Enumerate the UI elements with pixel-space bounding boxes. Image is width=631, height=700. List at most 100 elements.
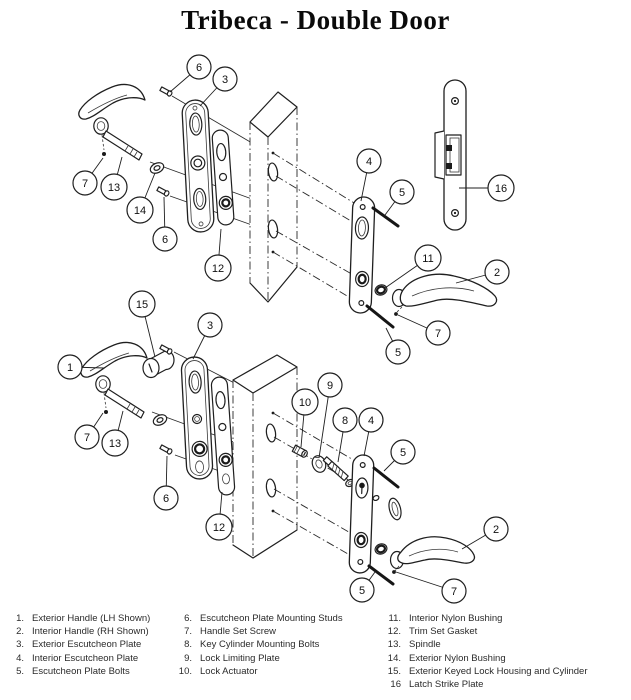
legend-item-number: 11. xyxy=(388,613,401,624)
top-exploded-view: 6 3 7 13 14 6 12 4 5 16 11 2 7 5 xyxy=(72,54,515,365)
callout-4: 4 xyxy=(358,407,384,457)
legend-item-number: 16 xyxy=(390,679,401,691)
callout-5: 5 xyxy=(383,439,416,472)
legend-item-number: 5. xyxy=(16,665,24,677)
interior-escutcheon-plate xyxy=(348,454,375,574)
callout-5: 5 xyxy=(385,327,411,365)
interior-handle xyxy=(391,273,498,316)
lock-limiting-plate xyxy=(311,455,327,473)
svg-text:3: 3 xyxy=(207,320,213,332)
callout-12: 12 xyxy=(204,228,232,282)
legend-item: 14. Exterior Nylon Bushing xyxy=(379,652,587,665)
svg-text:5: 5 xyxy=(399,187,405,199)
trim-washer xyxy=(151,412,169,428)
svg-text:7: 7 xyxy=(82,178,88,190)
legend-column-3: 11. Interior Nylon Bushing 12. Trim Set Gas… xyxy=(379,612,588,691)
legend-item: 7. Handle Set Screw xyxy=(170,625,343,638)
callout-7: 7 xyxy=(72,157,104,196)
exterior-handle xyxy=(78,83,146,161)
legend-item: 10.Lock Actuator xyxy=(170,665,343,678)
exterior-nylon-bushing xyxy=(148,160,166,176)
svg-text:7: 7 xyxy=(435,328,441,340)
legend-item-label: Interior Escutcheon Plate xyxy=(32,652,139,664)
legend-item-label: Trim Set Gasket xyxy=(409,626,478,638)
callout-8: 8 xyxy=(332,407,358,463)
svg-text:15: 15 xyxy=(136,299,148,311)
svg-text:5: 5 xyxy=(395,347,401,359)
callout-1: 1 xyxy=(57,354,105,380)
callout-13: 13 xyxy=(100,156,128,201)
svg-text:7: 7 xyxy=(84,432,90,444)
callout-13: 13 xyxy=(101,410,129,457)
legend-item-label: Exterior Handle (LH Shown) xyxy=(32,613,151,624)
legend-item-label: Interior Nylon Bushing xyxy=(409,613,503,624)
callout-15: 15 xyxy=(128,290,156,358)
legend-item-number: 1. xyxy=(16,613,24,624)
svg-text:2: 2 xyxy=(494,267,500,279)
legend-item-number: 6. xyxy=(184,613,192,624)
callout-5: 5 xyxy=(384,179,415,216)
legend-item: 5.Escutcheon Plate Bolts xyxy=(2,665,150,678)
svg-text:4: 4 xyxy=(368,415,374,427)
callout-7: 7 xyxy=(74,412,104,450)
legend-item-label: Exterior Nylon Bushing xyxy=(409,652,506,664)
svg-text:16: 16 xyxy=(495,183,507,195)
callout-6: 6 xyxy=(169,54,212,93)
legend-item-number: 7. xyxy=(184,626,192,638)
legend-item-number: 10. xyxy=(178,665,192,677)
svg-text:14: 14 xyxy=(134,205,146,217)
legend-item: 6.Escutcheon Plate Mounting Studs xyxy=(170,612,343,625)
interior-nylon-bushing xyxy=(374,284,388,296)
callout-2: 2 xyxy=(455,259,510,285)
svg-text:12: 12 xyxy=(212,263,224,275)
callout-3: 3 xyxy=(192,312,223,360)
legend-item: 3.Exterior Escutcheon Plate xyxy=(2,638,150,651)
legend-item: 11. Interior Nylon Bushing xyxy=(379,612,587,625)
legend-column-1: 1. Exterior Handle (LH Shown)2.Interior H… xyxy=(2,612,150,678)
legend-item: 9.Lock Limiting Plate xyxy=(170,652,343,665)
exterior-escutcheon-plate xyxy=(180,356,214,480)
svg-text:13: 13 xyxy=(108,182,120,194)
legend-item-number: 4. xyxy=(16,652,24,664)
svg-text:6: 6 xyxy=(163,493,169,505)
projection-lines xyxy=(272,152,365,307)
door-panel xyxy=(249,91,298,303)
parts-legend: 1. Exterior Handle (LH Shown)2.Interior H… xyxy=(0,612,631,698)
callout-5: 5 xyxy=(349,571,376,603)
svg-text:9: 9 xyxy=(327,380,333,392)
legend-item-label: Handle Set Screw xyxy=(200,626,277,638)
legend-item-number: 12. xyxy=(387,626,401,638)
svg-text:8: 8 xyxy=(342,415,348,427)
svg-text:11: 11 xyxy=(422,253,433,265)
mounting-stud xyxy=(155,185,171,198)
callout-9: 9 xyxy=(317,372,343,459)
door-panel xyxy=(232,354,298,559)
callout-14: 14 xyxy=(126,172,156,224)
interior-nylon-bushing xyxy=(374,543,388,555)
callout-6: 6 xyxy=(152,196,178,252)
svg-text:5: 5 xyxy=(359,585,365,597)
legend-item: 13.Spindle xyxy=(379,638,587,651)
keyed-lock-housing xyxy=(142,349,175,379)
svg-text:5: 5 xyxy=(400,447,406,459)
legend-item-number: 2. xyxy=(16,626,24,638)
latch-strike-plate xyxy=(434,79,467,231)
escutcheon-plate-bolt xyxy=(365,206,400,329)
legend-item: 4. Interior Escutcheon Plate xyxy=(2,652,150,665)
svg-text:1: 1 xyxy=(67,362,73,374)
legend-item-number: 14. xyxy=(387,652,401,664)
legend-item: 15.Exterior Keyed Lock Housing and Cylin… xyxy=(379,665,588,678)
legend-item: 2.Interior Handle (RH Shown) xyxy=(2,625,150,638)
page-title: Tribeca - Double Door xyxy=(181,5,450,35)
legend-item-label: Exterior Keyed Lock Housing and Cylinder xyxy=(409,665,588,677)
trim-set-gasket xyxy=(210,376,236,496)
svg-text:2: 2 xyxy=(493,524,499,536)
exterior-handle xyxy=(80,341,148,419)
escutcheon-plate-bolt xyxy=(367,466,400,586)
legend-item-label: Key Cylinder Mounting Bolts xyxy=(200,639,320,651)
legend-item-number: 13. xyxy=(387,639,401,651)
callout-4: 4 xyxy=(356,148,382,202)
callout-7: 7 xyxy=(395,571,467,604)
